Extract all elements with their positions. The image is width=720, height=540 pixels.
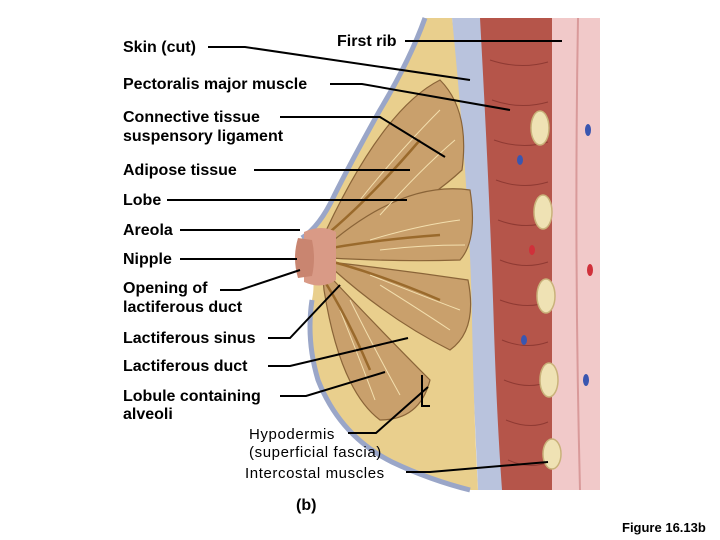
vessels: [517, 124, 593, 386]
label-skin-cut: Skin (cut): [123, 39, 196, 56]
figure-caption: Figure 16.13b: [622, 520, 706, 535]
label-opening-of: Opening of: [123, 280, 208, 297]
leader-sinus: [268, 284, 341, 339]
label-hypodermis: Hypodermis: [249, 426, 336, 443]
label-lactiferous-sinus: Lactiferous sinus: [123, 330, 256, 347]
lobes: [316, 79, 474, 421]
label-areola: Areola: [123, 222, 173, 239]
leader-opening: [220, 269, 301, 291]
label-nipple: Nipple: [123, 251, 172, 268]
label-lobule-containing: Lobule containing: [123, 388, 261, 405]
label-lactiferous-duct: Lactiferous duct: [123, 358, 248, 375]
nipple: [295, 238, 314, 278]
leader-hypodermis-bracket: [421, 375, 430, 407]
skin-surface-line: [575, 17, 581, 491]
label-intercostal-muscles: Intercostal muscles: [245, 465, 385, 482]
label-first-rib: First rib: [337, 33, 397, 50]
label-adipose-tissue: Adipose tissue: [123, 162, 237, 179]
chest-wall-dermis: [548, 18, 600, 490]
label-connective-tissue: Connective tissue: [123, 109, 260, 126]
leader-intercostal: [406, 461, 549, 473]
leader-lobule: [280, 371, 386, 397]
leader-skin: [208, 46, 471, 81]
lobule-texture: [339, 109, 466, 401]
leader-pectoralis: [330, 83, 511, 111]
label-lactiferous-duct-opening: lactiferous duct: [123, 299, 243, 316]
panel-label: (b): [296, 497, 317, 514]
deep-fascia: [452, 18, 502, 490]
leader-hypodermis: [348, 386, 429, 434]
leader-connective: [280, 116, 446, 158]
leader-lines: [167, 40, 562, 473]
label-suspensory-ligament: suspensory ligament: [123, 128, 284, 145]
label-lobe: Lobe: [123, 192, 162, 209]
rib-cross-sections: [530, 110, 562, 470]
leader-duct: [268, 337, 409, 367]
hypodermis-outline: [300, 17, 471, 493]
label-alveoli: alveoli: [123, 406, 173, 423]
label-pectoralis-major: Pectoralis major muscle: [123, 76, 308, 93]
label-superficial-fascia: (superficial fascia): [249, 444, 382, 461]
